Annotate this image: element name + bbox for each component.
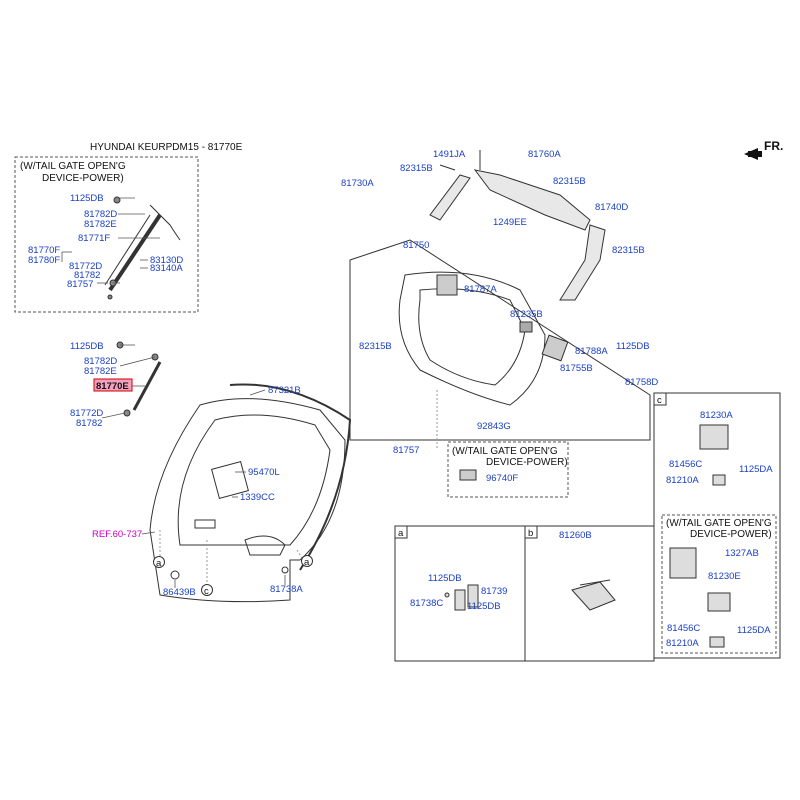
label-82315B-3[interactable]: 82315B (612, 245, 645, 256)
ref-link[interactable]: REF.60-737 (92, 529, 142, 540)
label-81750[interactable]: 81750 (403, 240, 429, 251)
power-device-box-right (661, 514, 777, 654)
left-box-header-1: (W/TAIL GATE OPEN'G (20, 161, 126, 172)
callout-a-1: a (153, 556, 165, 569)
label-81755B[interactable]: 81755B (560, 363, 593, 374)
label-81730A[interactable]: 81730A (341, 178, 374, 189)
svg-text:a: a (304, 557, 310, 568)
mid-box-header-2: DEVICE-POWER) (486, 457, 568, 468)
svg-text:a: a (156, 558, 162, 569)
label-81782-2[interactable]: 81782 (76, 418, 102, 429)
label-1249EE[interactable]: 1249EE (493, 217, 527, 228)
label-81787A[interactable]: 81787A (464, 284, 497, 295)
label-87321B[interactable]: 87321B (268, 385, 301, 396)
label-81235B[interactable]: 81235B (510, 309, 543, 320)
label-83140A[interactable]: 83140A (150, 263, 183, 274)
label-1339CC[interactable]: 1339CC (240, 492, 275, 503)
label-81456C-2[interactable]: 81456C (667, 623, 700, 634)
mid-box-header-1: (W/TAIL GATE OPEN'G (452, 446, 558, 457)
label-1125DB-1[interactable]: 1125DB (70, 193, 104, 204)
label-1125DB-3[interactable]: 1125DB (616, 341, 650, 352)
bracket-drawing (444, 584, 479, 611)
label-81738C[interactable]: 81738C (410, 598, 443, 609)
label-1125DB-2[interactable]: 1125DB (70, 341, 104, 352)
label-81782D-2[interactable]: 81782D (84, 356, 117, 367)
label-81757-1[interactable]: 81757 (67, 279, 93, 290)
section-a-tag: a (398, 528, 404, 539)
upper-trim-drawing (429, 150, 606, 301)
label-81758D[interactable]: 81758D (625, 377, 658, 388)
gas-strut-drawing (116, 341, 162, 417)
label-81210A-2[interactable]: 81210A (666, 638, 699, 649)
callout-a-2: a (301, 555, 313, 568)
sensor-part-drawing (459, 469, 477, 481)
label-1125DA-1[interactable]: 1125DA (739, 464, 773, 475)
label-81456C-1[interactable]: 81456C (669, 459, 702, 470)
label-81771F[interactable]: 81771F (78, 233, 110, 244)
label-81782D-1[interactable]: 81782D (84, 209, 117, 220)
label-82315B-1[interactable]: 82315B (400, 163, 433, 174)
label-83130D[interactable]: 83130D (150, 255, 183, 266)
label-81788A[interactable]: 81788A (575, 346, 608, 357)
label-81772D-1[interactable]: 81772D (69, 261, 102, 272)
label-86439B[interactable]: 86439B (163, 587, 196, 598)
label-81782E-1[interactable]: 81782E (84, 219, 117, 230)
diagram-title: HYUNDAI KEURPDM15 - 81770E (90, 142, 243, 153)
label-81739[interactable]: 81739 (481, 586, 507, 597)
svg-text:c: c (204, 586, 209, 597)
label-81782E-2[interactable]: 81782E (84, 366, 117, 377)
power-device-box-left (14, 156, 199, 313)
callout-c-1: c (201, 584, 213, 597)
switch-drawing (571, 579, 616, 611)
highlight-box (93, 378, 133, 392)
trim-panel-drawing (398, 271, 569, 406)
label-81230E[interactable]: 81230E (708, 571, 741, 582)
label-96740F[interactable]: 96740F (486, 473, 518, 484)
leader-lines (61, 197, 286, 588)
label-81780F[interactable]: 81780F (28, 255, 60, 266)
section-b-tag: b (528, 528, 533, 539)
label-81782-1[interactable]: 81782 (74, 270, 100, 281)
power-device-box-mid (447, 441, 569, 498)
label-1125DB-5[interactable]: 1125DB (467, 601, 501, 612)
label-81772D-2[interactable]: 81772D (70, 408, 103, 419)
power-strut-drawing (104, 196, 181, 300)
label-81770F[interactable]: 81770F (28, 245, 60, 256)
section-b-box (524, 525, 655, 662)
label-81740D[interactable]: 81740D (595, 202, 628, 213)
trim-assembly-box (349, 239, 651, 441)
right-box-header-2: DEVICE-POWER) (690, 529, 772, 540)
label-81738A[interactable]: 81738A (270, 584, 303, 595)
label-1125DB-4[interactable]: 1125DB (428, 573, 462, 584)
dashed-leaders (159, 390, 438, 588)
latch-drawing (669, 424, 731, 648)
label-82315B-2[interactable]: 82315B (553, 176, 586, 187)
label-81770E-highlight[interactable]: 81770E (96, 381, 129, 392)
left-box-header-2: DEVICE-POWER) (42, 173, 124, 184)
section-c-tag: c (657, 395, 662, 406)
fr-label: FR. (764, 139, 783, 153)
fr-arrow-icon (744, 148, 762, 160)
label-81760A[interactable]: 81760A (528, 149, 561, 160)
label-95470L[interactable]: 95470L (248, 467, 280, 478)
label-92843G[interactable]: 92843G (477, 421, 511, 432)
label-1327AB[interactable]: 1327AB (725, 548, 759, 559)
label-1125DA-2[interactable]: 1125DA (737, 625, 771, 636)
label-82315B-4[interactable]: 82315B (359, 341, 392, 352)
label-81260B[interactable]: 81260B (559, 530, 592, 541)
label-81230A[interactable]: 81230A (700, 410, 733, 421)
label-81210A-1[interactable]: 81210A (666, 475, 699, 486)
label-81757-2[interactable]: 81757 (393, 445, 419, 456)
label-1491JA[interactable]: 1491JA (433, 149, 466, 160)
right-box-header-1: (W/TAIL GATE OPEN'G (666, 518, 772, 529)
